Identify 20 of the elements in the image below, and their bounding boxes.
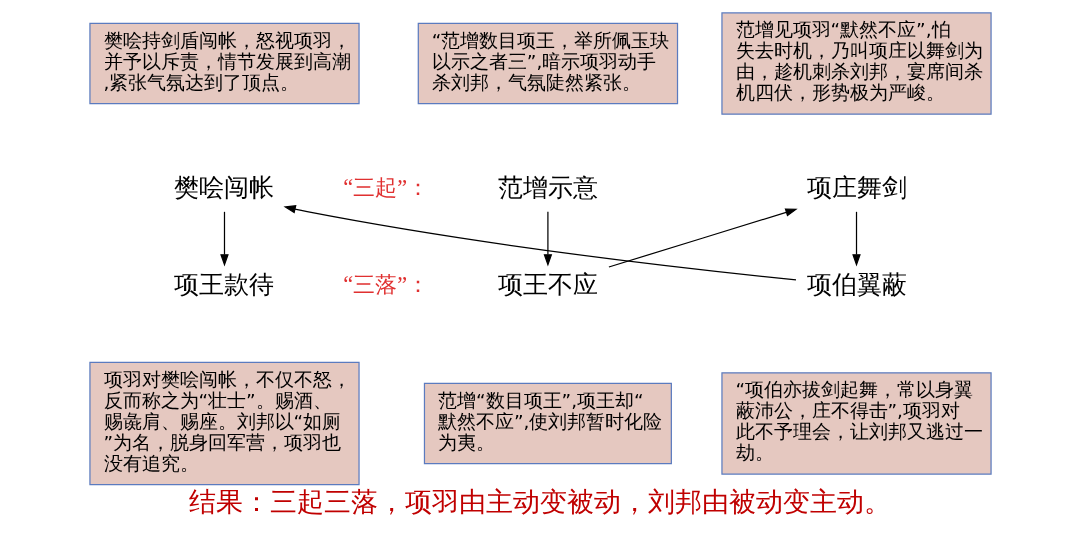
arrow <box>282 205 797 281</box>
node-box: “范增数目项王，举所佩玉玦以示之者三”,暗示项羽动手杀刘邦，气氛陡然紧张。 <box>417 22 678 105</box>
node-text: 范增示意 <box>497 173 598 201</box>
caption: 结果：三起三落，项羽由主动变被动，刘邦由被动变主动。 <box>189 486 891 518</box>
node-text: 项庄舞剑 <box>806 173 907 201</box>
node-box: “项伯亦拔剑起舞，常以身翼蔽沛公，庄不得击”,项羽对此不予理会，让刘邦又逃过一劫。 <box>720 372 992 475</box>
node-box: 范增见项羽“默然不应”,怕失去时机，乃叫项庄以舞剑为由，趁机刺杀刘邦，宴席间杀机四伏，形势极为严峻。 <box>720 12 992 115</box>
label: “三起”： <box>342 174 429 200</box>
label: “三落”： <box>342 272 429 298</box>
node-text: 项伯翼蔽 <box>806 271 907 299</box>
arrow <box>219 211 229 267</box>
arrow <box>851 211 861 267</box>
node-box: 项羽对樊哙闯帐，不仅不怒，反而称之为“壮士”。赐酒、赐彘肩、赐座。刘邦以“如厕”为名，脱身回军营，项羽也没有追究。 <box>88 361 360 486</box>
arrow <box>607 208 798 268</box>
node-box: 樊哙持剑盾闯帐，怒视项羽，并予以斥责，情节发展到高潮,紧张气氛达到了顶点。 <box>88 22 360 105</box>
node-text: 项王不应 <box>497 271 598 299</box>
node-text: 项王款待 <box>173 271 274 299</box>
node-box: 范增“数目项王”,项王却“默然不应”,使刘邦暂时化险为夷。 <box>423 382 672 465</box>
arrow <box>543 211 552 267</box>
node-text: 樊哙闯帐 <box>173 173 274 201</box>
